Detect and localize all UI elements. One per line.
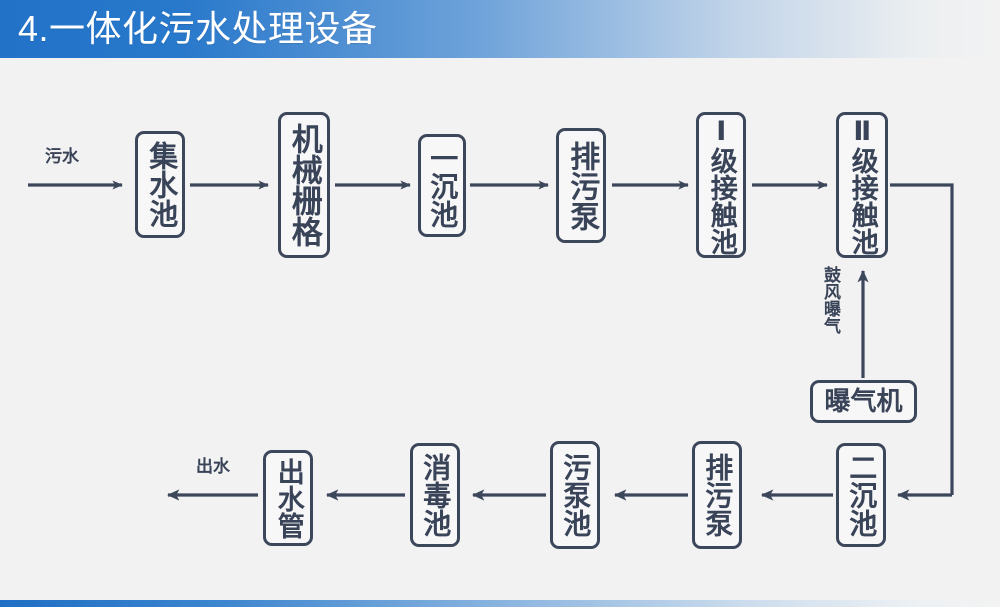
- node-label: 排污泵: [565, 140, 599, 231]
- header-banner: 4.一体化污水处理设备: [0, 0, 1000, 58]
- node-label: 集水池: [144, 141, 177, 228]
- node-label: 出水管: [273, 457, 304, 539]
- node-contact-tank-2[interactable]: Ⅱ级接触池: [836, 112, 888, 258]
- node-label: Ⅰ级接触池: [706, 115, 737, 255]
- node-label: 二沉池: [846, 453, 878, 537]
- node-sewage-pump-top[interactable]: 排污泵: [556, 128, 606, 243]
- node-label: Ⅱ级接触池: [847, 115, 878, 255]
- inlet-label: 污水: [45, 147, 79, 166]
- footer-accent-bar: [0, 600, 1000, 607]
- node-effluent-pipe[interactable]: 出水管: [263, 450, 313, 546]
- connector-recycle-down: [890, 183, 954, 495]
- process-flow-diagram: 污水 出水 鼓风曝气 集水池 机械栅格 一沉池 排污泵 Ⅰ级接触池 Ⅱ级接触池 …: [0, 58, 1000, 600]
- node-label: 污泵池: [560, 453, 592, 537]
- aeration-label: 鼓风曝气: [821, 266, 840, 334]
- node-contact-tank-1[interactable]: Ⅰ级接触池: [696, 112, 746, 258]
- node-disinfection-tank[interactable]: 消毒池: [410, 443, 460, 547]
- node-label: 排污泵: [702, 453, 734, 537]
- node-sewage-pump-bottom[interactable]: 排污泵: [692, 441, 742, 549]
- node-collection-tank[interactable]: 集水池: [135, 131, 185, 238]
- node-aerator[interactable]: 曝气机: [810, 380, 917, 423]
- node-sludge-pump-tank[interactable]: 污泵池: [550, 441, 600, 549]
- page-title: 4.一体化污水处理设备: [18, 8, 378, 49]
- flow-connectors: [28, 180, 954, 501]
- node-primary-sedimentation-tank[interactable]: 一沉池: [418, 134, 466, 237]
- node-label: 机械栅格: [286, 123, 322, 247]
- node-label: 一沉池: [427, 143, 459, 228]
- node-secondary-sedimentation-tank[interactable]: 二沉池: [836, 443, 886, 547]
- node-label: 曝气机: [824, 386, 903, 417]
- node-mechanical-grating[interactable]: 机械栅格: [278, 112, 330, 258]
- outlet-label: 出水: [196, 457, 230, 476]
- node-label: 消毒池: [420, 453, 452, 537]
